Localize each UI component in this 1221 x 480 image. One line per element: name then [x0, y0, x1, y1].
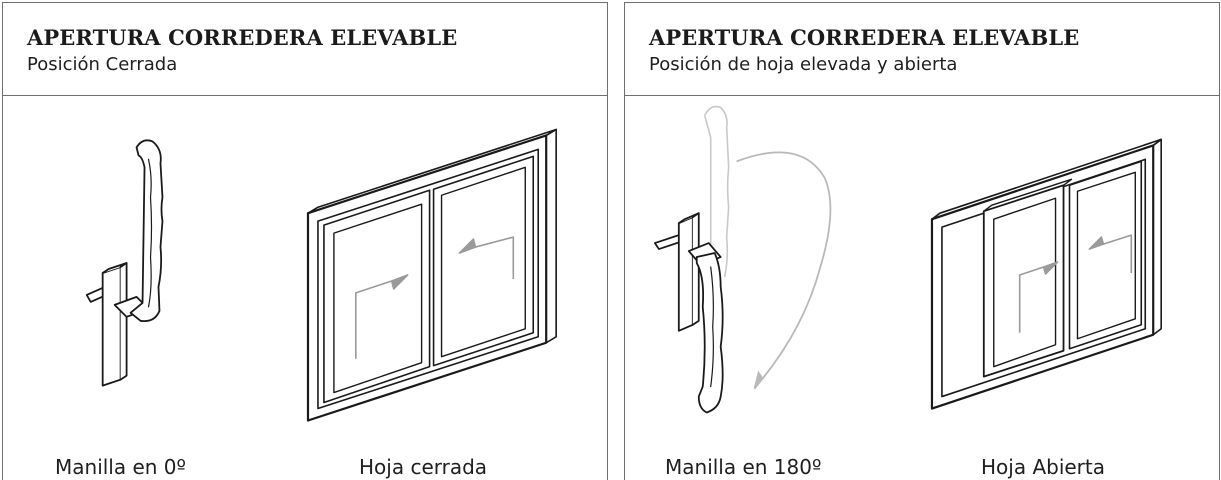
panel-subtitle: Posición de hoja elevada y abierta: [649, 54, 958, 75]
sliding-window-icon: [306, 128, 557, 422]
ghost-handle-icon: [703, 105, 730, 278]
open-position-panel: APERTURA CORREDERA ELEVABLE Posición de …: [624, 2, 1220, 480]
door-handle-icon: [654, 212, 724, 414]
rotation-arrow-icon: [736, 151, 832, 390]
handle-caption: Manilla en 180º: [665, 455, 822, 479]
open-illustration: [654, 105, 1162, 414]
panel-title: APERTURA CORREDERA ELEVABLE: [27, 25, 458, 50]
slide-arrow-icon: [1018, 234, 1133, 333]
door-handle-icon: [85, 139, 164, 387]
handle-caption: Manilla en 0º: [55, 455, 186, 479]
panel-header: APERTURA CORREDERA ELEVABLE Posición Cer…: [3, 3, 607, 96]
slide-arrow-icon: [355, 236, 515, 359]
panel-subtitle: Posición Cerrada: [27, 54, 178, 75]
panel-header: APERTURA CORREDERA ELEVABLE Posición de …: [625, 3, 1219, 96]
sash-caption: Hoja Abierta: [981, 455, 1106, 479]
sliding-window-icon: [930, 138, 1162, 410]
sash-caption: Hoja cerrada: [359, 455, 488, 479]
closed-position-panel: APERTURA CORREDERA ELEVABLE Posición Cer…: [2, 2, 608, 480]
closed-illustration: [85, 128, 557, 422]
panel-title: APERTURA CORREDERA ELEVABLE: [649, 25, 1080, 50]
